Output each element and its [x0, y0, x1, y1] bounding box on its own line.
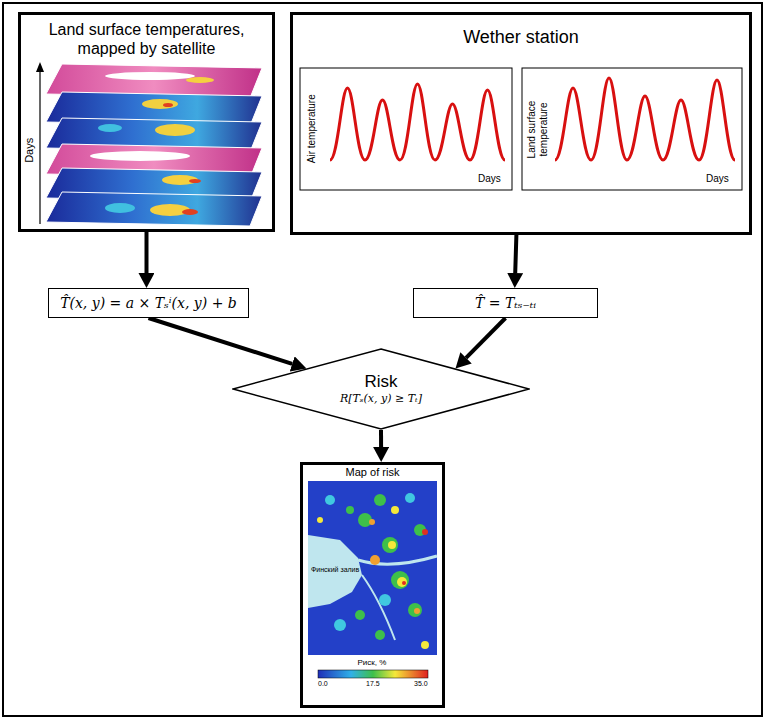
risk-spot: [397, 577, 407, 587]
river: [358, 556, 437, 564]
air-temperature-curve: [330, 84, 505, 160]
hot-spot: [186, 77, 214, 83]
days-axis-head: [36, 62, 44, 72]
cool-spot: [105, 203, 135, 213]
satellite-map-stack: [36, 62, 262, 226]
flow-arrow: [144, 232, 148, 273]
risk-spot: [334, 619, 346, 631]
risk-spot: [375, 630, 385, 640]
axis-label: Days: [478, 173, 501, 185]
decision-diamond: RiskR[Tₛ(x, y) ≥ Tₜ]: [232, 348, 530, 430]
risk-map: [308, 481, 437, 678]
gulf-water: [308, 535, 362, 608]
risk-spot: [369, 519, 375, 525]
risk-spot: [422, 529, 428, 535]
axis-label: Land surface temperature: [526, 89, 549, 169]
hot-spot: [189, 179, 201, 183]
outer-frame: [3, 3, 762, 716]
risk-spot: [405, 493, 415, 503]
colorbar-tick: 0.0: [318, 680, 328, 688]
map-layer: [46, 192, 262, 226]
flow-arrow: [466, 318, 505, 358]
hot-spot: [163, 103, 173, 107]
cool-spot: [98, 124, 122, 132]
risk-spot: [414, 608, 420, 614]
risk-spot: [370, 555, 380, 565]
formula-box: T̂(x, y) = a × Tₛⁱ(x, y) + b: [48, 288, 249, 318]
result-panel: Map of risk: [300, 462, 445, 708]
risk-spot: [402, 581, 406, 585]
source-panel: Land surface temperatures, mapped by sat…: [18, 12, 275, 232]
formula-text: T̂ = Tₜₛ₋ₜᵢ: [475, 295, 536, 312]
surface-temperature-curve: [555, 78, 735, 160]
risk-spot: [421, 641, 429, 649]
formula-box: T̂ = Tₜₛ₋ₜᵢ: [413, 288, 598, 318]
chart-frame: [300, 68, 512, 190]
hot-spot: [150, 204, 190, 216]
hot-spot: [142, 99, 178, 109]
river: [362, 575, 395, 640]
risk-spot: [346, 506, 354, 514]
flow-arrow: [515, 235, 516, 273]
colorbar-title: Риск, %: [358, 658, 387, 667]
days-axis: [39, 71, 40, 224]
cloud-band: [90, 151, 190, 161]
hot-spot: [155, 124, 195, 136]
risk-formula: R[Tₛ(x, y) ≥ Tₜ]: [340, 392, 422, 406]
risk-spot: [355, 610, 365, 620]
colorbar-tick: 35.0: [414, 680, 428, 688]
panel-title: Land surface temperatures, mapped by sat…: [33, 20, 260, 58]
hot-spot: [182, 209, 198, 215]
color-bar: [318, 670, 428, 678]
axis-label: Days: [706, 173, 729, 185]
diamond-shape: [233, 349, 529, 429]
chart-frame: [522, 68, 742, 190]
risk-spot: [382, 537, 398, 553]
panel-title: Wether station: [305, 27, 737, 49]
map-ground: [308, 481, 437, 655]
station-charts: [300, 68, 742, 190]
flow-arrow: [149, 318, 293, 364]
risk-spot: [374, 494, 386, 506]
risk-spot: [408, 603, 422, 617]
risk-spot: [325, 495, 335, 505]
formula-text: T̂(x, y) = a × Tₛⁱ(x, y) + b: [60, 295, 237, 312]
flow-arrow: [379, 430, 383, 447]
colorbar-tick: 17.5: [366, 680, 380, 688]
risk-spot: [391, 571, 409, 589]
risk-spot: [388, 541, 396, 549]
axis-label: Days: [23, 120, 36, 180]
axis-label: Air temperature: [306, 74, 318, 184]
map-place-name: Финский залив: [310, 566, 360, 574]
risk-spot: [317, 517, 323, 523]
risk-label: Risk: [364, 372, 397, 392]
cloud-band: [105, 72, 195, 80]
source-panel: Wether station: [290, 12, 752, 235]
risk-spot: [379, 594, 391, 606]
risk-spot: [391, 506, 399, 514]
panel-title: Map of risk: [307, 466, 438, 479]
